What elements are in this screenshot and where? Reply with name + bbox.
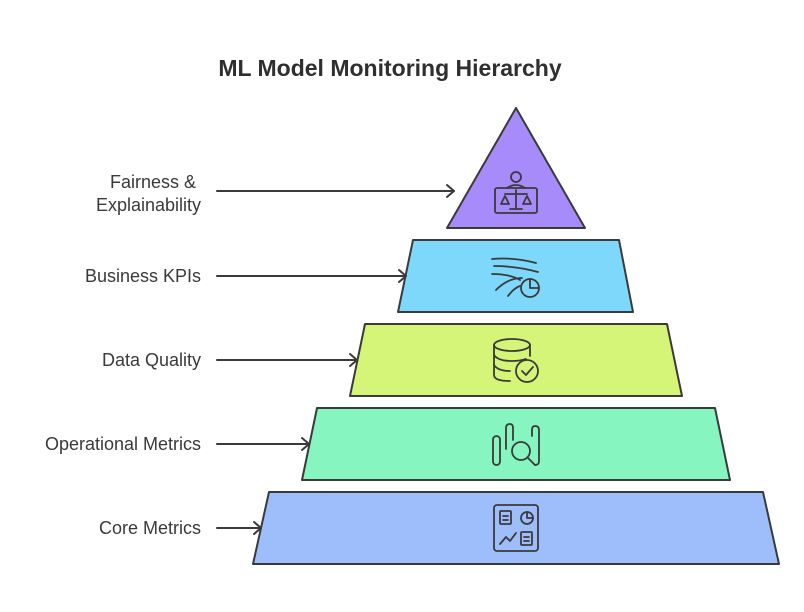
tier-core-metrics — [252, 491, 780, 565]
arrow-operational-metrics — [216, 437, 310, 451]
label-business-kpis: Business KPIs — [85, 266, 201, 286]
tier-business-kpis — [397, 239, 634, 313]
label-core-metrics: Core Metrics — [99, 518, 201, 538]
wind-pie-chart-icon — [491, 257, 540, 298]
label-line: Explainability — [96, 195, 201, 215]
label-line: Data Quality — [102, 350, 201, 370]
tier-fairness-explainability — [446, 107, 586, 229]
label-line: Business KPIs — [85, 266, 201, 286]
arrow-data-quality — [216, 353, 358, 367]
label-line: Fairness & — [110, 172, 196, 192]
label-operational-metrics: Operational Metrics — [45, 434, 201, 454]
label-fairness-explainability: Fairness & Explainability — [96, 172, 201, 215]
label-data-quality: Data Quality — [102, 350, 201, 370]
diagram-title: ML Model Monitoring Hierarchy — [218, 55, 562, 81]
person-scales-icon — [494, 171, 538, 214]
dashboard-icon — [493, 504, 539, 552]
arrow-core-metrics — [216, 521, 262, 535]
arrow-business-kpis — [216, 269, 407, 283]
bar-chart-magnifier-icon — [492, 423, 540, 466]
database-check-icon — [493, 338, 539, 383]
arrow-fairness-explainability — [216, 184, 455, 198]
label-line: Operational Metrics — [45, 434, 201, 454]
label-line: Core Metrics — [99, 518, 201, 538]
